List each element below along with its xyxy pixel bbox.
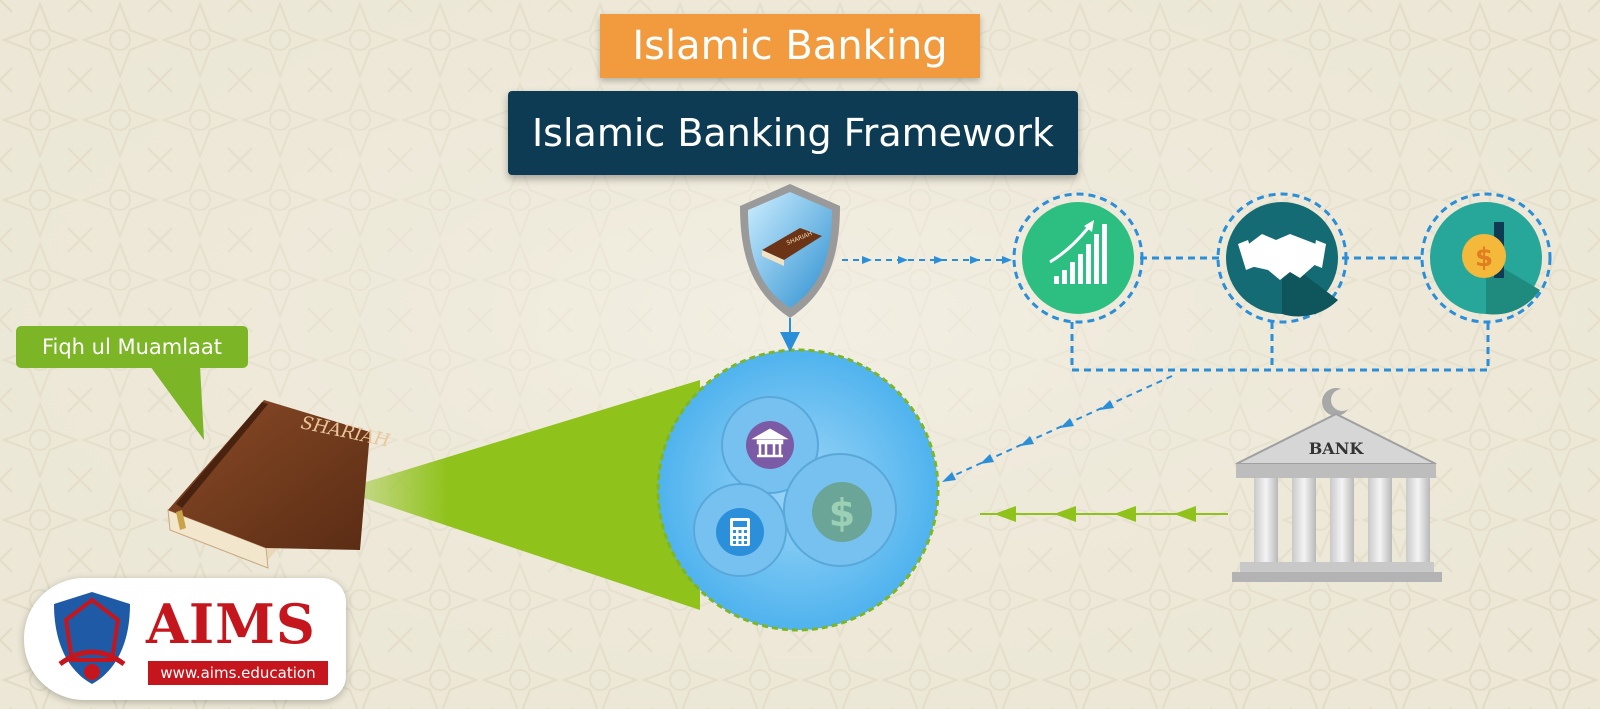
arrow-shield-to-growth: [842, 256, 1012, 264]
dashed-connectors: [1070, 256, 1490, 372]
handshake-node: [1216, 192, 1348, 324]
dollar-icon: $: [812, 482, 872, 542]
money-node: $: [1420, 192, 1552, 324]
bank-building-icon: BANK: [1232, 388, 1442, 582]
dollar-coin-icon: $: [1462, 222, 1506, 278]
logo-url[interactable]: www.aims.education: [148, 661, 328, 685]
svg-text:$: $: [829, 491, 855, 535]
calculator-icon: [716, 508, 764, 556]
growth-node: [1012, 192, 1144, 324]
handshake-icon: [1238, 234, 1326, 280]
bank-icon: [746, 421, 794, 469]
callout-pointer: [150, 366, 204, 440]
bank-sign-text: BANK: [1309, 439, 1365, 458]
shield-icon: SHARIAH: [740, 184, 840, 318]
arrow-services-to-circle: [942, 375, 1173, 482]
gears-icon: [693, 396, 897, 577]
green-cone: [340, 380, 700, 610]
gears-circle: $: [656, 348, 940, 632]
topic-title: Islamic Banking Framework: [508, 91, 1078, 175]
shariah-book: SHARIAH: [167, 400, 392, 569]
bar-chart-growth-icon: [1049, 220, 1107, 284]
fiqh-callout: Fiqh ul Muamlaat: [16, 326, 248, 368]
arrow-bank-to-circle: [980, 506, 1228, 522]
svg-text:$: $: [1475, 243, 1493, 273]
logo-name: AIMS: [146, 592, 316, 656]
course-title: Islamic Banking: [600, 14, 980, 78]
